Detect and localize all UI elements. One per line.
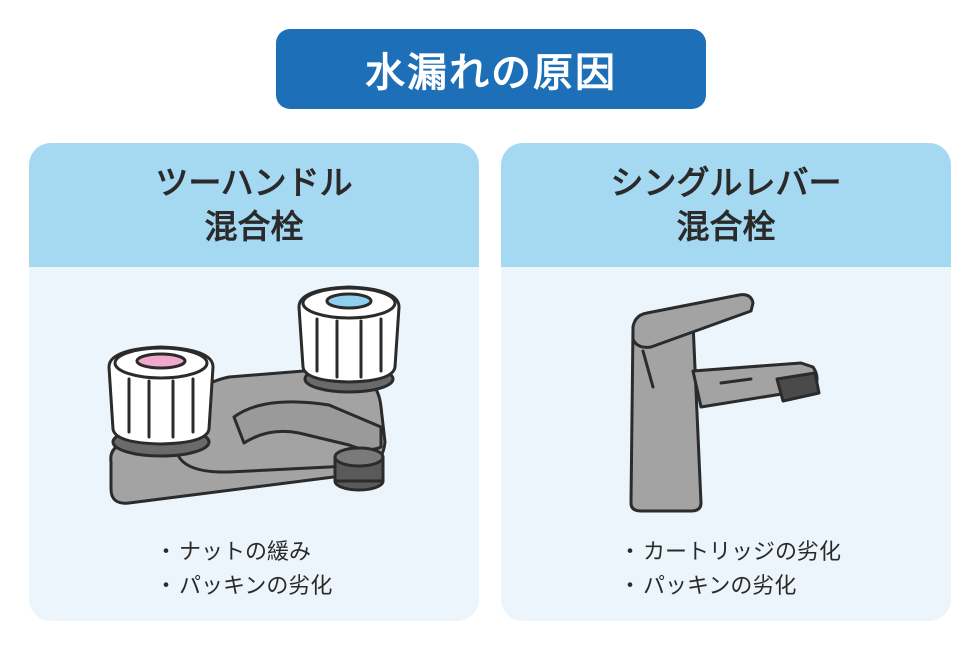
list-item-text: ナットの緩み [179, 540, 312, 565]
title-banner: 水漏れの原因 [276, 29, 706, 109]
card-heading-line2: 混合栓 [676, 207, 776, 246]
list-item-text: パッキンの劣化 [179, 574, 333, 599]
list-item-text: カートリッジの劣化 [643, 540, 842, 565]
card-single-lever: シングルレバー 混合栓 ・ カートリッジの劣化 ・ パッキンの劣化 [501, 143, 951, 621]
bullet-marker: ・ [154, 574, 177, 599]
bullet-marker: ・ [618, 540, 641, 565]
page-title: 水漏れの原因 [365, 50, 617, 96]
two-handle-faucet-illustration [107, 285, 401, 505]
card-two-handle: ツーハンドル 混合栓 [29, 143, 479, 621]
cause-list: ・ ナットの緩み ・ パッキンの劣化 [29, 533, 479, 601]
card-heading-line1: ツーハンドル [155, 163, 353, 202]
cause-list: ・ カートリッジの劣化 ・ パッキンの劣化 [501, 533, 951, 601]
list-item: ・ ナットの緩み [29, 533, 479, 567]
bullet-marker: ・ [154, 540, 177, 565]
card-header: ツーハンドル 混合栓 [29, 143, 479, 267]
card-header: シングルレバー 混合栓 [501, 143, 951, 267]
list-item: ・ パッキンの劣化 [501, 567, 951, 601]
card-heading-line1: シングルレバー [610, 163, 842, 202]
list-item-text: パッキンの劣化 [643, 574, 797, 599]
list-item: ・ パッキンの劣化 [29, 567, 479, 601]
list-item: ・ カートリッジの劣化 [501, 533, 951, 567]
single-lever-faucet-illustration [629, 293, 821, 513]
card-heading-line2: 混合栓 [204, 207, 304, 246]
bullet-marker: ・ [618, 574, 641, 599]
